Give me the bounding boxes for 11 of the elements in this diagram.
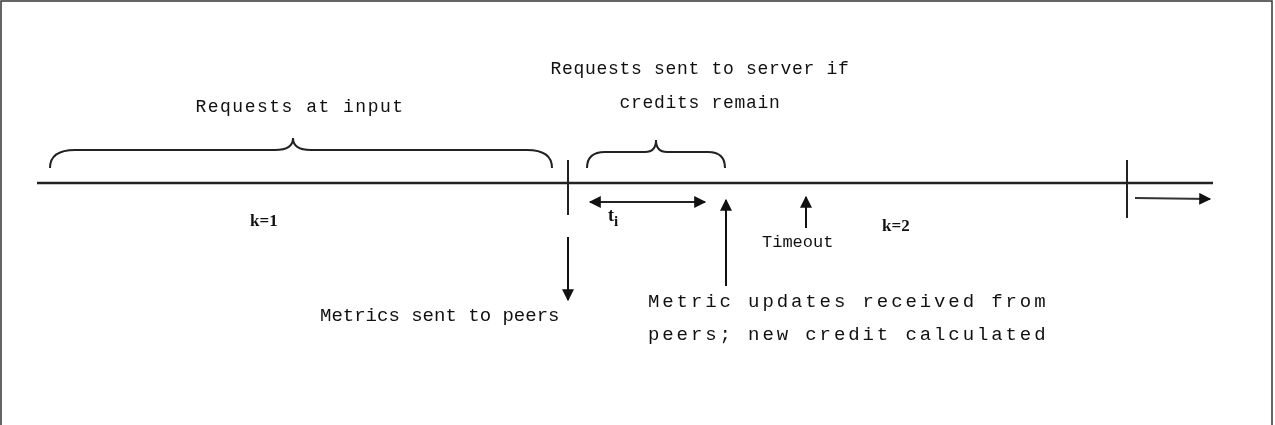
arrow [720, 198, 732, 287]
arrow [800, 195, 812, 229]
duration-label: t$_{i}$ [608, 204, 620, 231]
bracket-label: Requests at input [194, 96, 406, 119]
period-label: k=2 [882, 215, 911, 237]
annotation-text: Timeout [762, 228, 858, 258]
arrow [562, 236, 574, 302]
period-label: k=1 [250, 210, 279, 232]
annotation-text: Metrics sent to peers [320, 300, 572, 334]
annotation-text: Metric updates received from peers; new credit calculated [648, 286, 1073, 353]
bracket-label: Requests sent to server if credits remain [549, 58, 851, 116]
